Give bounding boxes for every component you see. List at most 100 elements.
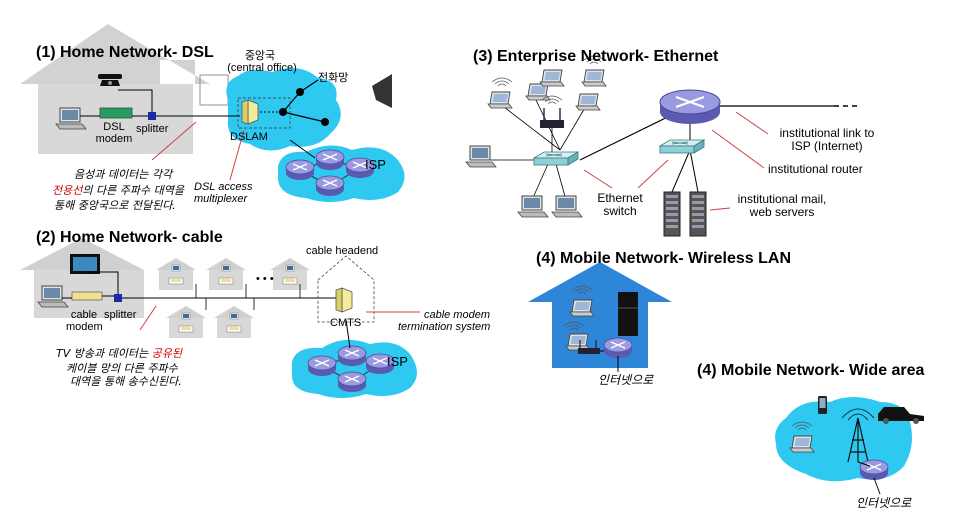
cable-wires — [62, 271, 336, 299]
laptop-icon — [789, 435, 815, 453]
tower-link — [857, 461, 871, 467]
dsl-note-line2-rest: 의 다른 주파수 대역을 — [82, 184, 184, 197]
cable-note-line1-pre: TV 방송과 데이터는 — [56, 347, 152, 360]
dsl-house-chimney — [199, 74, 229, 106]
laptop-fragment-icon — [372, 74, 392, 108]
annotation-line — [229, 129, 245, 181]
dslam-icon — [241, 99, 259, 125]
drop-lines — [195, 284, 301, 310]
isp-link-label: institutional link to ISP (Internet) — [779, 126, 875, 153]
wide-internet-label: 인터넷으로 — [856, 496, 912, 510]
dsl-wires — [80, 89, 240, 117]
switch-host-links — [484, 99, 587, 201]
small-house-icon — [165, 305, 207, 339]
dsl-note-line3: 통해 중앙국으로 전달된다. — [54, 199, 176, 212]
dslam-label: DSLAM — [230, 131, 268, 143]
wifi-icon — [491, 77, 513, 87]
router-icon — [307, 355, 337, 377]
cmts-desc-label: cable modem termination system — [398, 309, 491, 333]
cable-modem-label: cable modem — [66, 309, 103, 333]
cable-title: (2) Home Network- cable — [36, 229, 223, 246]
car-wheel — [883, 418, 889, 424]
ellipsis: • • • — [256, 273, 274, 285]
enterprise-title: (3) Enterprise Network- Ethernet — [473, 48, 719, 65]
annotation-line — [151, 121, 197, 161]
dsl-house-roof — [20, 24, 210, 84]
refrigerator-icon — [618, 292, 638, 336]
wide-area-section — [775, 396, 924, 495]
laptop-icon — [569, 299, 595, 317]
annotation-line — [711, 129, 765, 169]
cable-splitter-label: splitter — [104, 309, 137, 321]
car-icon — [878, 407, 924, 421]
server-icon — [689, 191, 707, 237]
dsl-note-line2: 전용선의 다른 주파수 대역을 — [52, 181, 184, 199]
switch-icon — [533, 151, 579, 166]
cable-modem-icon — [71, 291, 103, 301]
small-house-icon — [155, 257, 197, 291]
splitter-icon — [114, 294, 122, 302]
dsl-note-line1: 음성과 데이터는 각각 — [74, 168, 173, 181]
institutional-router-icon — [659, 89, 721, 124]
small-house-icon — [205, 257, 247, 291]
cable-note-highlight: 공유된 — [151, 347, 182, 360]
enterprise-section — [465, 55, 860, 237]
central-office-ko-label: 중앙국 — [244, 50, 276, 62]
cable-note-line1: TV 방송과 데이터는 공유된 — [56, 344, 182, 362]
co-to-isp-link — [289, 139, 316, 159]
annotation-line — [709, 207, 731, 211]
cmts-label: CMTS — [330, 317, 362, 329]
cable-note-line2: 케이블 망의 다른 주파수 — [66, 362, 178, 375]
splitter-icon — [148, 112, 156, 120]
laptop-icon — [539, 69, 565, 87]
antenna-icon — [841, 408, 875, 463]
annotation-line — [735, 111, 769, 135]
dsl-section — [20, 24, 405, 202]
router-switch-links — [671, 120, 699, 193]
small-house-icon — [269, 257, 311, 291]
laptop-icon — [575, 93, 601, 111]
server-icon — [663, 191, 681, 237]
cmts-to-isp-link — [345, 319, 351, 349]
ethernet-switch-label: Ethernet switch — [597, 191, 643, 218]
dslam-box — [237, 97, 291, 129]
router-icon — [285, 159, 315, 181]
wifi-router-icon — [540, 120, 564, 128]
central-office-en-label: (central office) — [227, 62, 297, 74]
wide-uplink — [873, 477, 881, 495]
dsl-splitter-label: splitter — [136, 123, 169, 135]
dsl-title: (1) Home Network- DSL — [36, 44, 214, 61]
dsl-modem-icon — [99, 107, 133, 119]
router-icon — [603, 337, 633, 359]
dsl-isp-cloud — [278, 145, 405, 202]
phone-screen — [819, 398, 826, 408]
dslam-desc-label: DSL access multiplexer — [194, 181, 253, 205]
wide-title: (4) Mobile Network- Wide area — [697, 362, 925, 379]
cable-section: • • • — [20, 238, 420, 398]
wlan-section — [528, 262, 672, 372]
dsl-note: 음성과 데이터는 각각 전용선의 다른 주파수 대역을 통해 중앙국으로 전달된… — [52, 168, 184, 212]
telephone-icon — [98, 74, 122, 86]
cable-note-line3: 대역을 통해 송수신된다. — [70, 375, 182, 388]
ap-antennas — [543, 108, 561, 120]
cable-note: TV 방송과 데이터는 공유된 케이블 망의 다른 주파수 대역을 통해 송수신… — [56, 344, 182, 388]
ap-antennas — [579, 340, 597, 348]
computer-icon — [517, 195, 549, 218]
cable-headend-box — [317, 255, 375, 323]
laptop-icon — [565, 333, 591, 351]
annotation-line — [583, 159, 669, 189]
car-wheel — [913, 418, 919, 424]
laptop-icon — [487, 91, 513, 109]
wifi-router-icon — [578, 348, 600, 354]
cable-isp-label: ISP — [387, 354, 408, 369]
router-icon — [859, 459, 889, 481]
router-icon — [315, 149, 345, 171]
small-house-icon — [213, 305, 255, 339]
tv-screen — [73, 257, 97, 271]
computer-icon — [465, 145, 497, 168]
wlan-house — [528, 262, 672, 368]
router-icon — [337, 371, 367, 393]
router-icon — [337, 345, 367, 367]
annotation-line — [139, 305, 157, 331]
